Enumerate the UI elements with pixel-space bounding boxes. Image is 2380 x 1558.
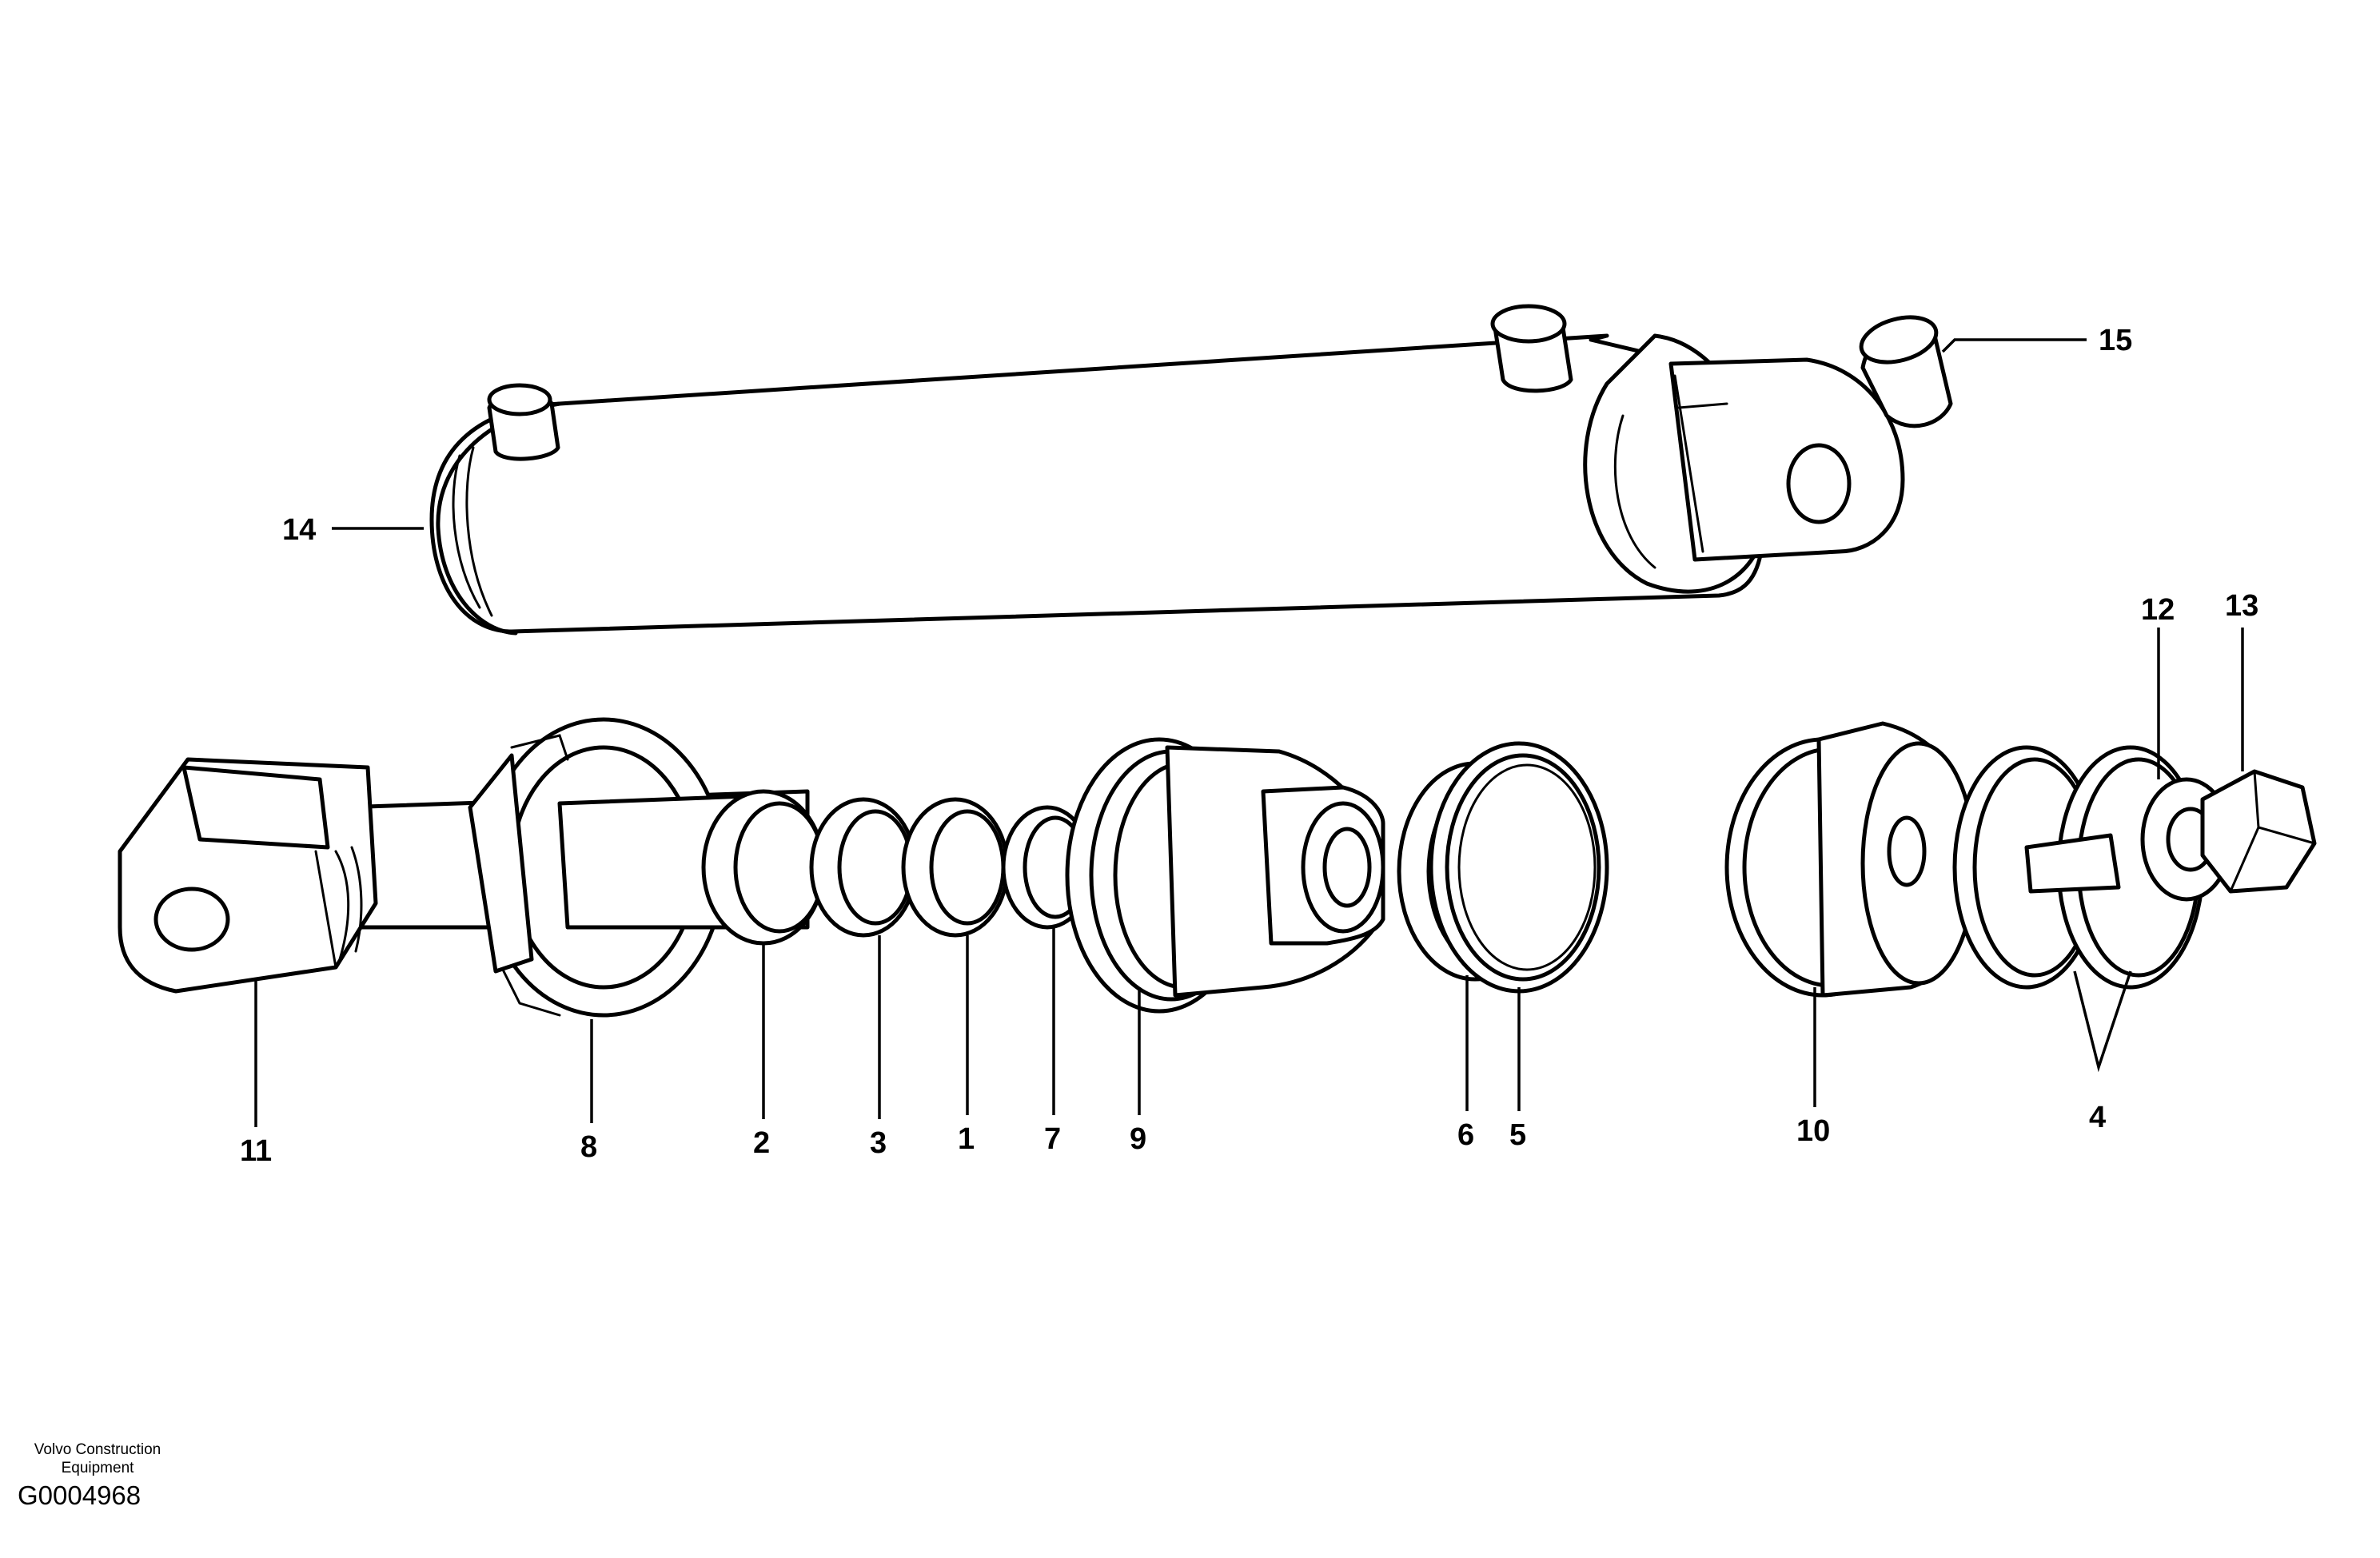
callout-labels: 14 15 11 8 2 3 1 7 9 6 5 10 4 12 13	[240, 324, 2258, 1168]
nut-part	[2200, 769, 2317, 894]
cylinder-tube-part	[429, 304, 1953, 636]
callout-8: 8	[580, 1130, 597, 1164]
callout-12: 12	[2141, 593, 2175, 627]
piston-part	[1724, 721, 1977, 998]
callout-4: 4	[2089, 1101, 2106, 1134]
manufacturer-credit: Volvo Construction Equipment	[18, 1440, 177, 1477]
credit-line-1: Volvo Construction	[34, 1441, 161, 1458]
callout-5: 5	[1509, 1118, 1526, 1152]
callout-15: 15	[2099, 324, 2132, 357]
leader-lines	[254, 338, 2244, 1127]
callout-11: 11	[240, 1134, 272, 1168]
seal-ring-part	[1429, 741, 1609, 994]
callout-6: 6	[1457, 1118, 1474, 1152]
callout-13: 13	[2225, 589, 2258, 623]
document-id: G0004968	[18, 1480, 142, 1510]
callout-1: 1	[958, 1122, 975, 1156]
callout-2: 2	[753, 1126, 770, 1160]
callout-7: 7	[1044, 1122, 1061, 1156]
callout-9: 9	[1130, 1122, 1146, 1156]
callout-10: 10	[1796, 1114, 1830, 1148]
seal-rings-part	[701, 789, 1094, 946]
callout-3: 3	[870, 1126, 887, 1160]
callout-14: 14	[282, 513, 316, 547]
rod-guide-part	[1065, 737, 1385, 1014]
credit-line-2: Equipment	[61, 1460, 134, 1476]
